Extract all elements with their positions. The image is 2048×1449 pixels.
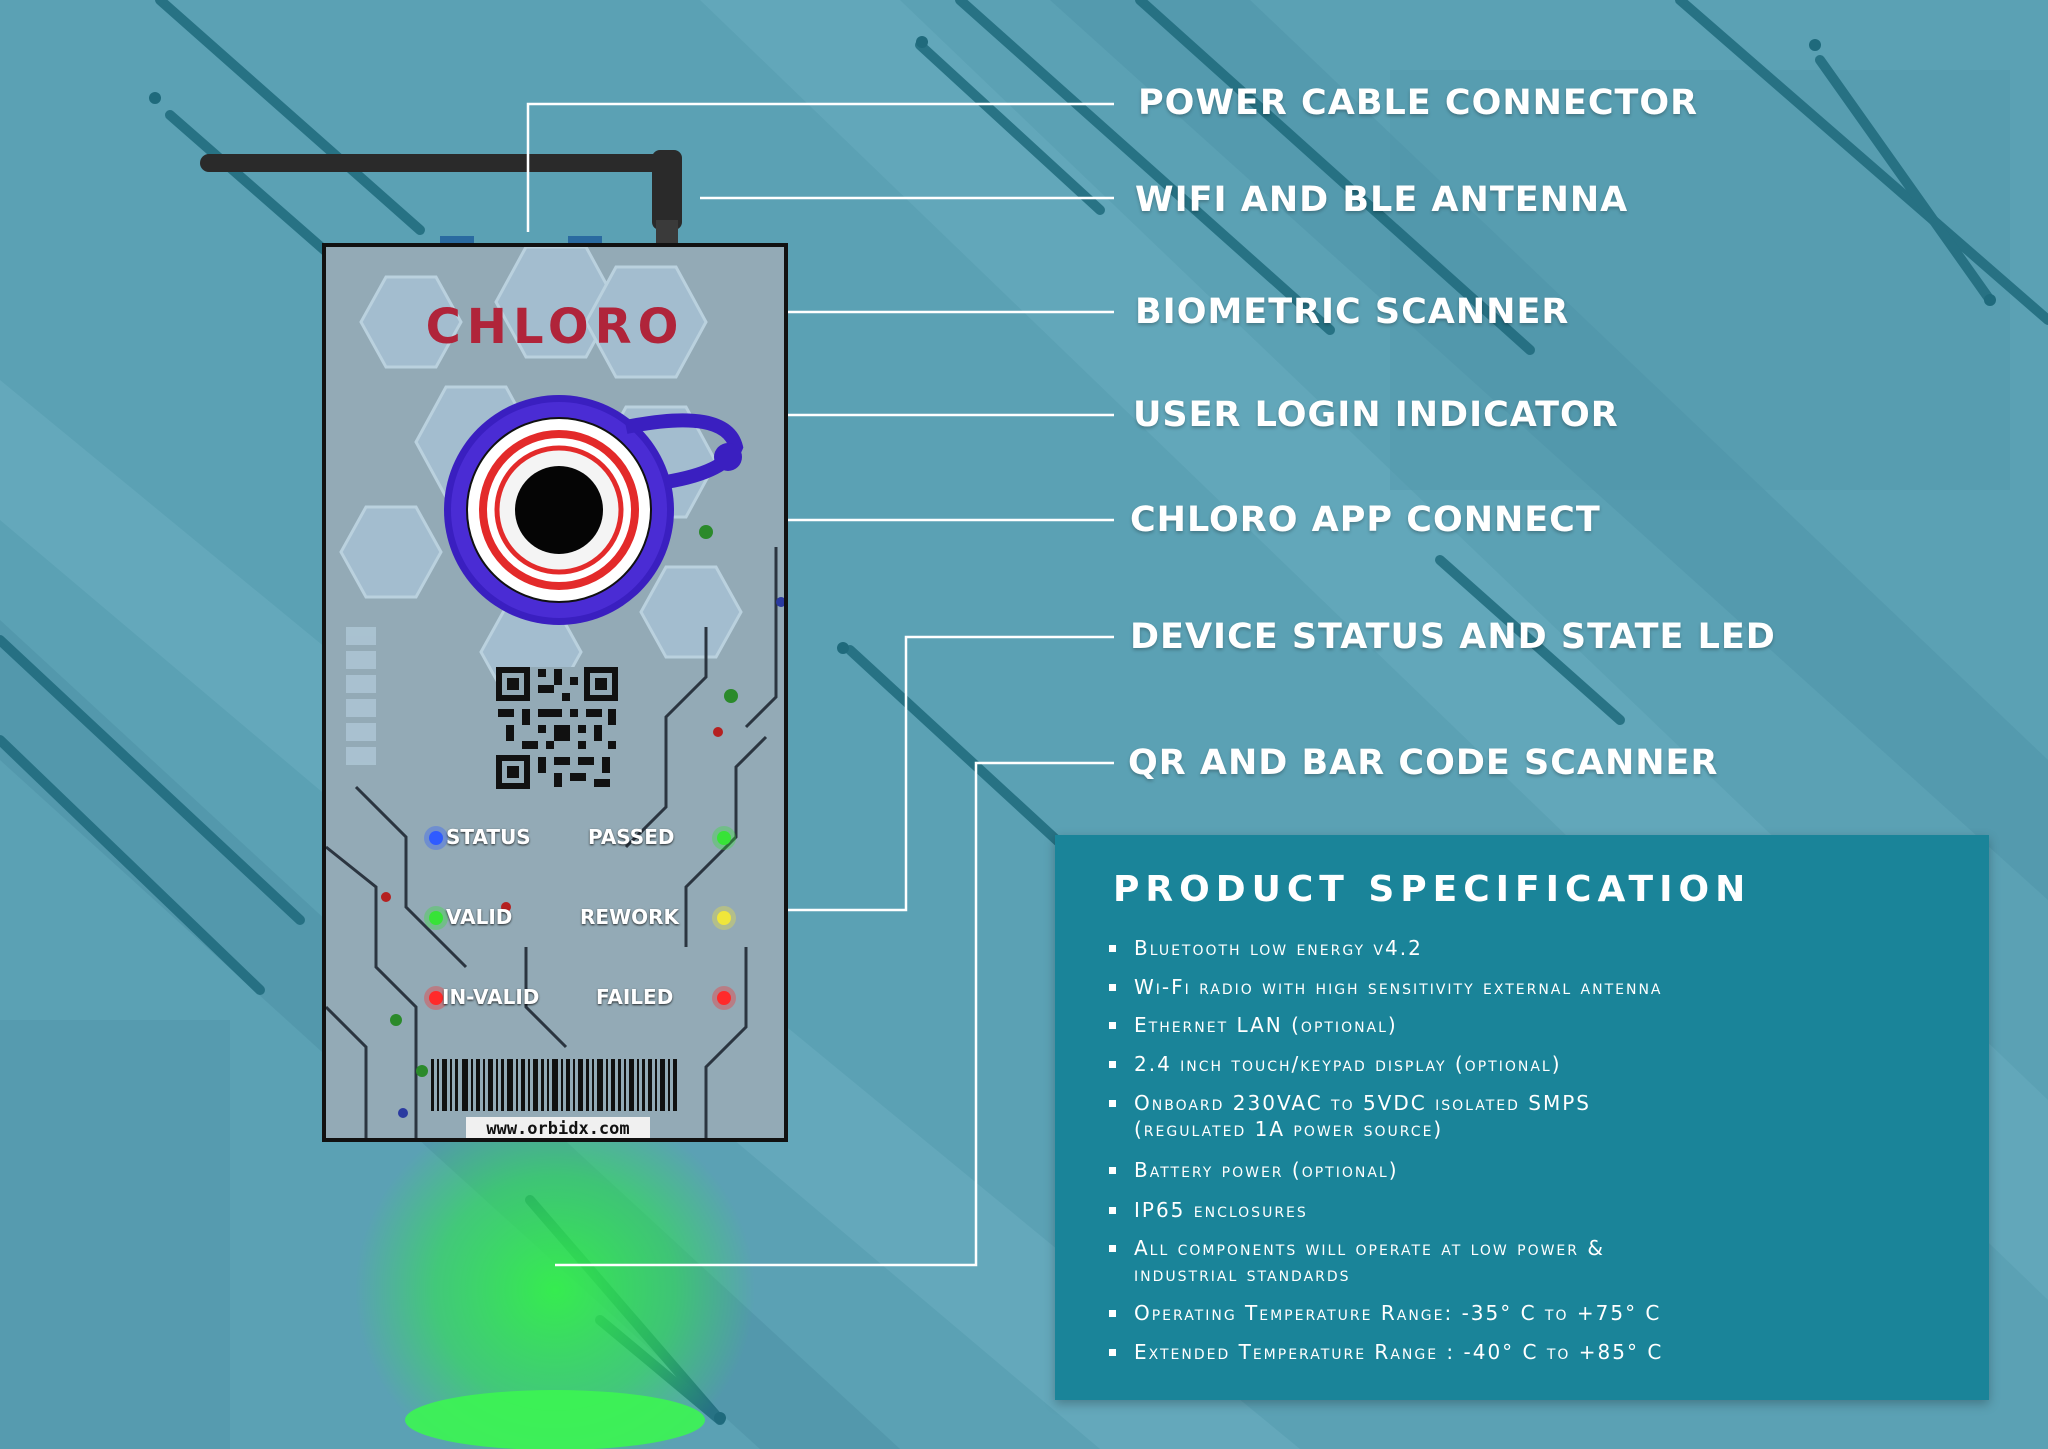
led-failed	[717, 991, 731, 1005]
chloro-device: CHLORO STATUS PASSED VALID REWORK IN-VAL…	[322, 243, 788, 1142]
label-wifi-ble-antenna: WIFI AND BLE ANTENNA	[1135, 180, 1629, 220]
device-artwork	[326, 247, 784, 1138]
led-invalid	[429, 991, 443, 1005]
brand-logo: CHLORO	[425, 299, 685, 355]
leader-line-power	[526, 102, 1114, 232]
label-qr-bar-code-scanner: QR AND BAR CODE SCANNER	[1128, 743, 1719, 783]
led-label-failed: FAILED	[596, 985, 674, 1009]
qr-code	[496, 667, 618, 789]
label-chloro-app-connect: CHLORO APP CONNECT	[1130, 500, 1601, 540]
leader-line-qr	[555, 761, 1114, 1267]
product-specification-panel: PRODUCT SPECIFICATION Bluetooth low ener…	[1055, 835, 1989, 1400]
led-passed	[717, 831, 731, 845]
led-label-invalid: IN-VALID	[442, 985, 540, 1009]
antenna-icon	[200, 150, 682, 245]
leader-line-status-led-branch	[730, 635, 1114, 912]
led-label-status: STATUS	[446, 825, 531, 849]
led-status	[429, 831, 443, 845]
led-label-valid: VALID	[446, 905, 513, 929]
led-valid	[429, 911, 443, 925]
led-rework	[717, 911, 731, 925]
website-label: www.orbidx.com	[466, 1117, 650, 1138]
biometric-scanner	[444, 395, 744, 625]
led-label-rework: REWORK	[580, 905, 680, 929]
label-power-cable-connector: POWER CABLE CONNECTOR	[1138, 83, 1699, 123]
label-user-login-indicator: USER LOGIN INDICATOR	[1133, 395, 1619, 435]
label-biometric-scanner: BIOMETRIC SCANNER	[1135, 292, 1570, 332]
barcode	[431, 1059, 677, 1111]
led-label-passed: PASSED	[588, 825, 675, 849]
label-device-status-led: DEVICE STATUS AND STATE LED	[1130, 617, 1776, 657]
spec-title: PRODUCT SPECIFICATION	[1113, 869, 1752, 910]
